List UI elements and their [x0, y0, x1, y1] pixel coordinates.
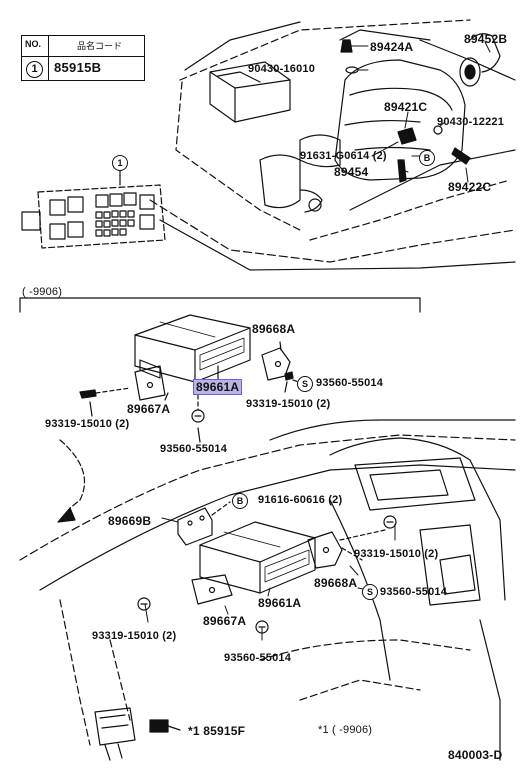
bracket-left-lower	[191, 574, 233, 605]
dashboard-outline	[19, 419, 516, 761]
relay-block	[21, 169, 166, 249]
label-89668a-lower[interactable]: 89668A	[314, 576, 358, 590]
label-89452b[interactable]: 89452B	[464, 32, 508, 46]
range-bracket	[19, 297, 421, 313]
ecu-lower	[199, 521, 316, 594]
label-90430-16010[interactable]: 90430-16010	[248, 63, 316, 75]
label-93319-15010-lower-right[interactable]: 93319-15010 (2)	[354, 548, 439, 560]
label-89667a-lower[interactable]: 89667A	[203, 614, 247, 628]
leaders-top	[349, 41, 491, 183]
legend-col-no: NO.	[25, 39, 42, 49]
label-89661a-upper[interactable]: 89661A	[192, 379, 243, 395]
label-89668a-upper[interactable]: 89668A	[252, 322, 296, 336]
bracket-right-upper	[261, 347, 291, 381]
label-93319-15010-upper-mid[interactable]: 93319-15010 (2)	[246, 398, 331, 410]
label-89667a-upper[interactable]: 89667A	[127, 402, 171, 416]
legend-header	[22, 36, 144, 57]
label-90430-12221[interactable]: 90430-12221	[437, 116, 505, 128]
diagram-id: 840003-D	[448, 748, 503, 762]
connector-85915f	[94, 707, 181, 761]
label-93319-15010-lower-left[interactable]: 93319-15010 (2)	[92, 630, 177, 642]
engine-intake	[259, 57, 481, 213]
label-85915f[interactable]: *1 85915F	[188, 724, 246, 738]
relay-box	[209, 61, 291, 123]
sensor-parts	[340, 33, 501, 183]
legend-col-code: 品名コード	[77, 41, 123, 51]
label-89421c[interactable]: 89421C	[384, 100, 428, 114]
label-89422c[interactable]: 89422C	[448, 180, 492, 194]
leaders-lower	[144, 517, 396, 641]
legend-divider	[48, 36, 49, 80]
label-89454[interactable]: 89454	[334, 165, 369, 179]
range-note-top: ( -9906)	[22, 286, 63, 298]
engine-bay-outline	[149, 19, 516, 271]
washer-mark-b-top: B	[419, 150, 435, 166]
bracket-left-upper	[134, 365, 166, 401]
callout-1[interactable]: 1	[112, 155, 128, 171]
label-93560-55014-lower-right[interactable]: 93560-55014	[380, 586, 448, 598]
washer-mark-s-upper-right: S	[297, 376, 313, 392]
bracket-89669b	[177, 501, 231, 546]
label-89661a-lower[interactable]: 89661A	[258, 596, 302, 610]
part-legend-table: NO. 品名コード 1 85915B	[21, 35, 145, 81]
bracket-right-lower	[307, 529, 386, 569]
washer-mark-s-lower-right: S	[362, 584, 378, 600]
label-93560-55014-upper-right[interactable]: 93560-55014	[316, 377, 384, 389]
label-89669b[interactable]: 89669B	[108, 514, 152, 528]
legend-item-number: 1	[26, 61, 43, 78]
label-93560-55014-upper-bottom[interactable]: 93560-55014	[160, 443, 228, 455]
label-93560-55014-lower-bottom[interactable]: 93560-55014	[224, 652, 292, 664]
washer-mark-b-lower: B	[232, 493, 248, 509]
label-89424a[interactable]: 89424A	[370, 40, 414, 54]
label-91631-g0614[interactable]: 91631-G0614 (2)	[300, 150, 387, 162]
ecu-upper	[134, 314, 251, 383]
footnote-range: *1 ( -9906)	[318, 724, 373, 736]
legend-item-code: 85915B	[54, 60, 102, 75]
label-91616-60616[interactable]: 91616-60616 (2)	[258, 494, 343, 506]
label-93319-15010-upper-left[interactable]: 93319-15010 (2)	[45, 418, 130, 430]
fasteners-lower	[137, 409, 397, 634]
